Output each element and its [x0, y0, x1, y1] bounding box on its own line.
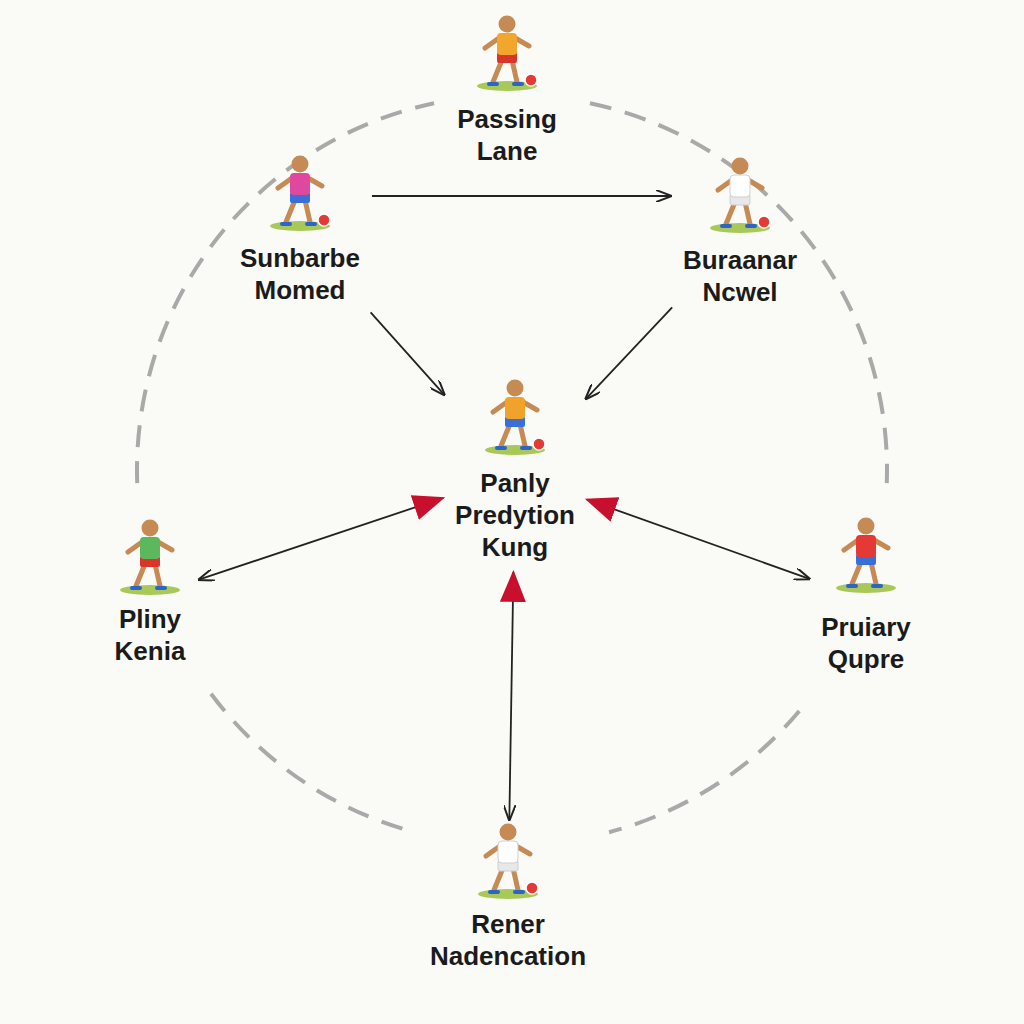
player-figure — [836, 518, 896, 594]
player-figure — [478, 824, 538, 900]
pass-arrow — [199, 498, 443, 580]
passing-circle — [137, 103, 434, 483]
player-node: Pruiary Qupre — [813, 518, 919, 680]
player-label: Sunbarbe Momed — [238, 243, 362, 307]
player-figure — [485, 380, 545, 456]
player-node: Rener Nadencation — [422, 824, 594, 977]
passing-circle — [205, 685, 403, 829]
pass-arrow — [371, 312, 445, 395]
player-figure — [477, 16, 537, 92]
player-figure — [270, 156, 330, 232]
player-label: Passing Lane — [455, 104, 559, 168]
player-node: Passing Lane — [449, 16, 565, 172]
passing-circle — [609, 711, 799, 832]
pass-arrow — [587, 499, 810, 578]
player-label: Buraanar Ncwel — [681, 245, 799, 309]
player-figure — [120, 520, 180, 596]
player-label: Panly Predytion Kung — [453, 468, 577, 564]
player-figure — [710, 158, 770, 234]
player-node: Buraanar Ncwel — [675, 158, 805, 313]
player-label: Rener Nadencation — [428, 909, 588, 973]
pass-arrow — [586, 307, 672, 399]
player-label: Pruiary Qupre — [819, 612, 913, 676]
pass-arrow — [372, 195, 671, 197]
player-node: Panly Predytion Kung — [447, 380, 583, 568]
player-label: Pliny Kenia — [113, 604, 188, 668]
player-node: Pliny Kenia — [105, 520, 195, 672]
pass-arrow — [509, 572, 513, 820]
passing-circle — [590, 103, 887, 483]
player-node: Sunbarbe Momed — [232, 156, 368, 311]
